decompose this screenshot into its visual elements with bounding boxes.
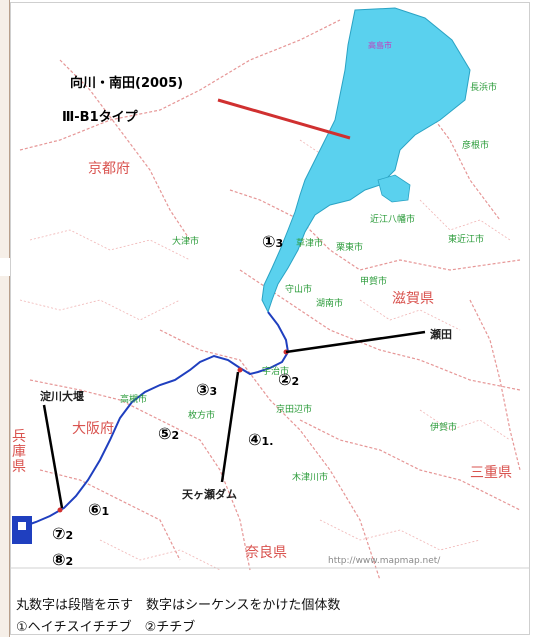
route-point-7: ⑦2 xyxy=(52,524,74,543)
boundary-lines xyxy=(19,19,521,581)
city-label-konan: 湖南市 xyxy=(316,299,344,309)
left-panel-edge-top xyxy=(0,0,10,258)
city-label-uji: 宇治市 xyxy=(262,367,290,377)
pref-label-hyogo: 兵庫県 xyxy=(12,429,26,475)
route-point-4: ④1. xyxy=(248,430,274,449)
lake-biwa xyxy=(261,7,471,314)
pointer-line-yodogawa xyxy=(42,404,64,509)
city-label-hirakata: 枚方市 xyxy=(188,411,216,421)
route-label-amagase: 天ヶ瀬ダム xyxy=(182,488,237,501)
route-point-2: ②2 xyxy=(278,370,300,389)
route-point-6: ⑥1 xyxy=(88,500,110,519)
route-dot-yodogawa xyxy=(57,507,63,513)
city-label-ritto: 栗東市 xyxy=(336,243,364,253)
caption-line-2: ①ヘイチスイチチブ ②チチブ xyxy=(16,620,196,635)
route-point-8: ⑧2 xyxy=(52,550,74,569)
pref-label-kyoto: 京都府 xyxy=(88,161,130,177)
route-label-yodogawa: 淀川大堰 xyxy=(40,390,84,403)
city-label-hikone: 彦根市 xyxy=(462,141,490,151)
city-label-otsu: 大津市 xyxy=(172,237,200,247)
bay-marker-inner xyxy=(18,522,26,530)
city-label-nagahama: 長浜市 xyxy=(470,83,498,93)
pref-label-mie: 三重県 xyxy=(470,465,512,481)
route-label-seta: 瀬田 xyxy=(430,328,452,341)
route-river xyxy=(21,311,290,528)
city-label-omihachiman: 近江八幡市 xyxy=(370,215,416,225)
pref-label-shiga: 滋賀県 xyxy=(392,291,434,307)
route-dot-amagase xyxy=(237,367,243,373)
route-point-1: ①3 xyxy=(262,232,284,251)
pointer-line-seta xyxy=(285,330,426,354)
city-label-kizugawa: 木津川市 xyxy=(292,473,329,483)
city-label-takashima: 高島市 xyxy=(368,41,392,50)
city-label-koka: 甲賀市 xyxy=(360,277,388,287)
route-point-3: ③3 xyxy=(196,380,218,399)
city-label-kyotanabe: 京田辺市 xyxy=(276,405,313,415)
pref-label-osaka: 大阪府 xyxy=(72,421,114,437)
city-label-kusatsu: 草津市 xyxy=(296,239,324,249)
study-type: Ⅲ-B1タイプ xyxy=(62,110,138,125)
route-point-5: ⑤2 xyxy=(158,424,180,443)
left-panel-edge-bottom xyxy=(0,276,10,637)
city-label-higashiomi: 東近江市 xyxy=(448,235,485,245)
city-label-iga: 伊賀市 xyxy=(430,423,458,433)
city-label-moriyama: 守山市 xyxy=(285,285,313,295)
city-label-takatsuki: 高槻市 xyxy=(120,395,148,405)
caption-line-1: 丸数字は段階を示す 数字はシーケンスをかけた個体数 xyxy=(16,598,341,613)
lake-inlet xyxy=(377,174,411,203)
annotation-red-line xyxy=(217,98,351,140)
study-title: 向川・南田(2005) xyxy=(70,76,184,91)
pointer-line-amagase xyxy=(220,371,240,483)
pref-label-nara: 奈良県 xyxy=(245,545,287,561)
source-url: http://www.mapmap.net/ xyxy=(328,556,441,566)
